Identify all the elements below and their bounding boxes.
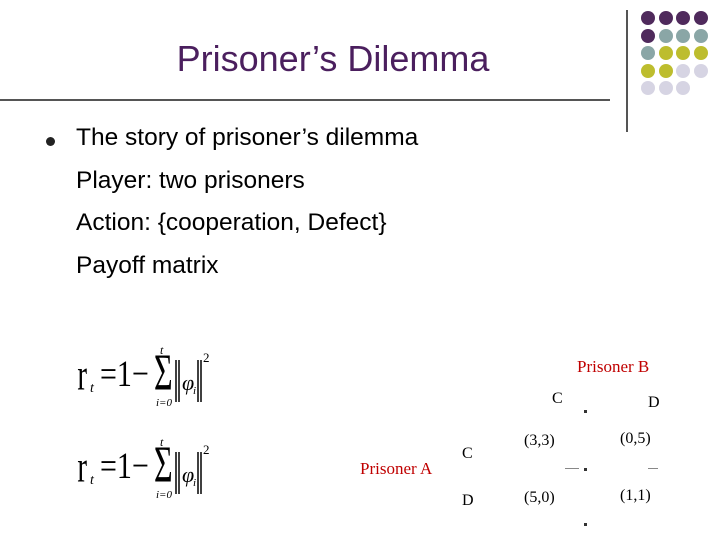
svg-text:i: i	[193, 477, 196, 489]
col-label-d: D	[648, 394, 660, 411]
decor-dot	[676, 63, 690, 78]
decor-dot	[676, 81, 690, 95]
svg-text:t: t	[90, 381, 95, 396]
svg-text:Σ: Σ	[154, 437, 173, 494]
formula-image-1: r t =1− Σ t i=0 φ i 2	[74, 340, 216, 412]
decor-dot	[641, 63, 655, 78]
svg-text:t: t	[160, 435, 164, 449]
bullet-icon	[46, 137, 55, 146]
sub-line-payoff: Payoff matrix	[76, 252, 219, 279]
svg-text:i: i	[193, 385, 196, 397]
matrix-grid-mark	[584, 523, 587, 526]
row-label-c: C	[462, 445, 473, 462]
title-divider	[0, 99, 610, 101]
slide-title: Prisoner’s Dilemma	[176, 38, 490, 79]
decor-dot	[658, 28, 673, 43]
svg-text:r: r	[77, 444, 87, 493]
matrix-grid-line	[648, 468, 658, 469]
svg-text:φ: φ	[182, 370, 194, 395]
bullet-text: The story of prisoner’s dilemma	[76, 124, 419, 151]
decor-dot	[693, 11, 708, 25]
decor-vertical-rule	[626, 10, 628, 132]
svg-text:i=0: i=0	[156, 489, 172, 501]
decor-dot-grid	[0, 0, 720, 140]
decor-dot	[676, 28, 690, 43]
decor-dot	[693, 28, 708, 43]
sub-line-player: Player: two prisoners	[76, 167, 305, 194]
player-a-label: Prisoner A	[360, 459, 433, 478]
svg-text:Σ: Σ	[154, 345, 173, 402]
svg-text:φ: φ	[182, 462, 194, 487]
decor-dot	[676, 11, 690, 25]
svg-text:2: 2	[203, 442, 210, 457]
decor-dot	[658, 63, 673, 78]
player-b-label: Prisoner B	[577, 357, 650, 376]
decor-dot	[641, 81, 655, 95]
svg-text:=1−: =1−	[100, 354, 149, 395]
decor-dot	[693, 46, 708, 60]
svg-text:=1−: =1−	[100, 446, 149, 487]
decor-dot	[693, 63, 708, 78]
svg-text:t: t	[90, 473, 95, 488]
svg-text:i=0: i=0	[156, 397, 172, 409]
matrix-grid-mark	[584, 410, 587, 413]
decor-dot	[676, 46, 690, 60]
payoff-cell-dc: (5,0)	[524, 489, 555, 506]
decor-dot	[641, 46, 655, 60]
row-label-d: D	[462, 492, 474, 509]
payoff-cell-cd: (0,5)	[620, 430, 651, 447]
matrix-grid-line	[565, 468, 579, 469]
svg-text:r: r	[77, 352, 87, 401]
col-label-c: C	[552, 390, 563, 407]
formula-image-2: r t =1− Σ t i=0 φ i 2	[74, 432, 216, 504]
decor-dot	[658, 46, 673, 60]
payoff-cell-cc: (3,3)	[524, 432, 555, 449]
svg-text:t: t	[160, 343, 164, 357]
payoff-cell-dd: (1,1)	[620, 487, 651, 504]
decor-dot	[641, 11, 655, 25]
matrix-grid-mark	[584, 468, 587, 471]
sub-line-action: Action: {cooperation, Defect}	[76, 209, 387, 236]
decor-dot	[658, 81, 673, 95]
decor-dot	[641, 28, 655, 43]
svg-text:2: 2	[203, 350, 210, 365]
decor-dot	[658, 11, 673, 25]
